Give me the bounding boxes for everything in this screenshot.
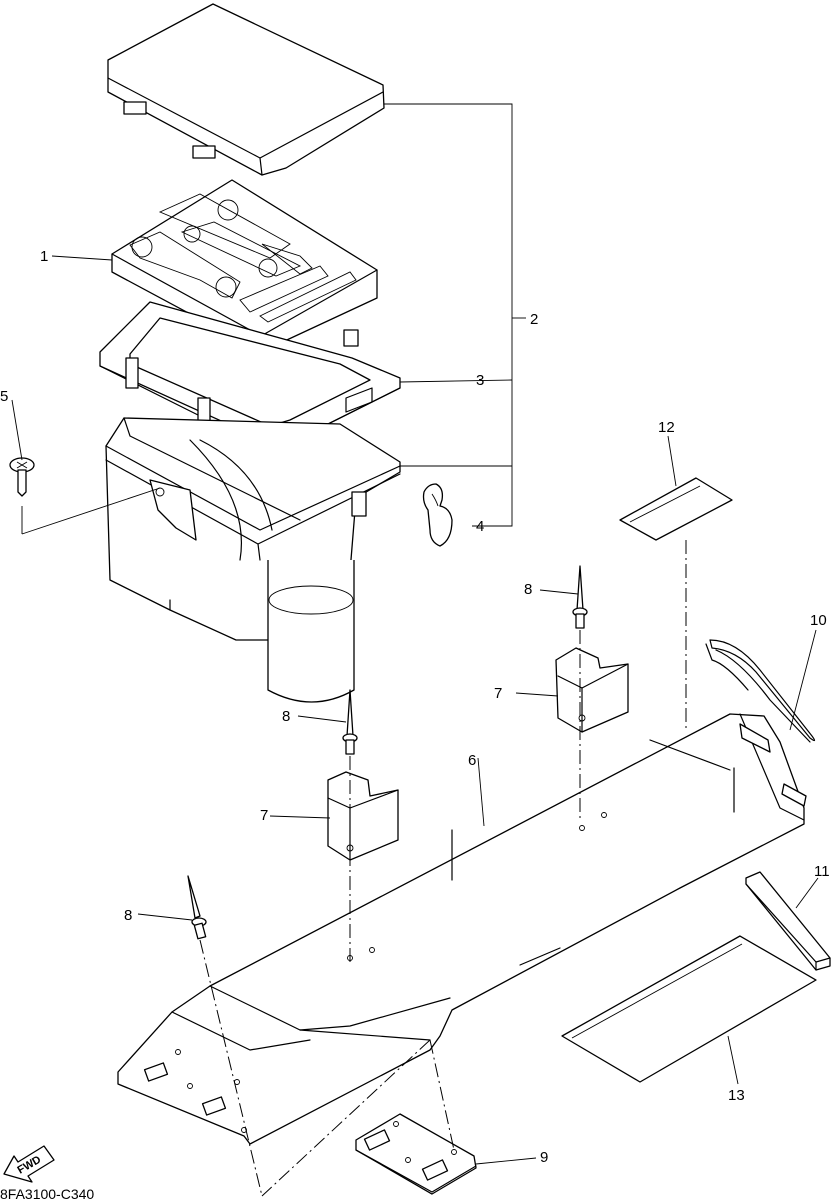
diagram-code: 8FA3100-C340 [0, 1186, 94, 1201]
grommet [422, 483, 453, 547]
callouts: 1 2 3 4 5 6 7 7 8 8 8 9 10 11 12 13 [0, 248, 830, 1166]
tool-kit [111, 179, 378, 353]
plate [355, 1113, 477, 1195]
callout-3: 3 [476, 372, 484, 389]
label-13 [561, 935, 817, 1083]
clip-left [327, 771, 399, 861]
callout-8c: 8 [124, 907, 132, 924]
callout-8b: 8 [282, 708, 290, 725]
callout-8a: 8 [524, 581, 532, 598]
callout-2: 2 [530, 311, 538, 328]
cover-lid [107, 3, 385, 176]
callout-7a: 7 [260, 807, 268, 824]
callout-13: 13 [728, 1087, 745, 1104]
assembly-lines [199, 540, 687, 1197]
rivet-mid [342, 689, 358, 755]
clip-right [555, 647, 629, 733]
frame-band [99, 301, 401, 453]
callout-6: 6 [468, 752, 476, 769]
screw [9, 457, 35, 497]
band [705, 639, 816, 743]
leader-lines [11, 103, 819, 1165]
callout-10: 10 [810, 612, 827, 629]
seat-bracket [117, 713, 807, 1145]
rivet-bottom [187, 875, 207, 940]
fwd-arrow: FWD [3, 1145, 55, 1183]
callout-1: 1 [40, 248, 48, 265]
tool-case [105, 417, 401, 703]
callout-5: 5 [0, 388, 8, 405]
rivet-top [572, 565, 588, 629]
callout-4: 4 [476, 518, 484, 535]
damper [745, 871, 831, 971]
callout-11: 11 [814, 863, 830, 880]
label-12 [619, 477, 733, 541]
callout-12: 12 [658, 419, 675, 436]
callout-7b: 7 [494, 685, 502, 702]
callout-9: 9 [540, 1149, 548, 1166]
